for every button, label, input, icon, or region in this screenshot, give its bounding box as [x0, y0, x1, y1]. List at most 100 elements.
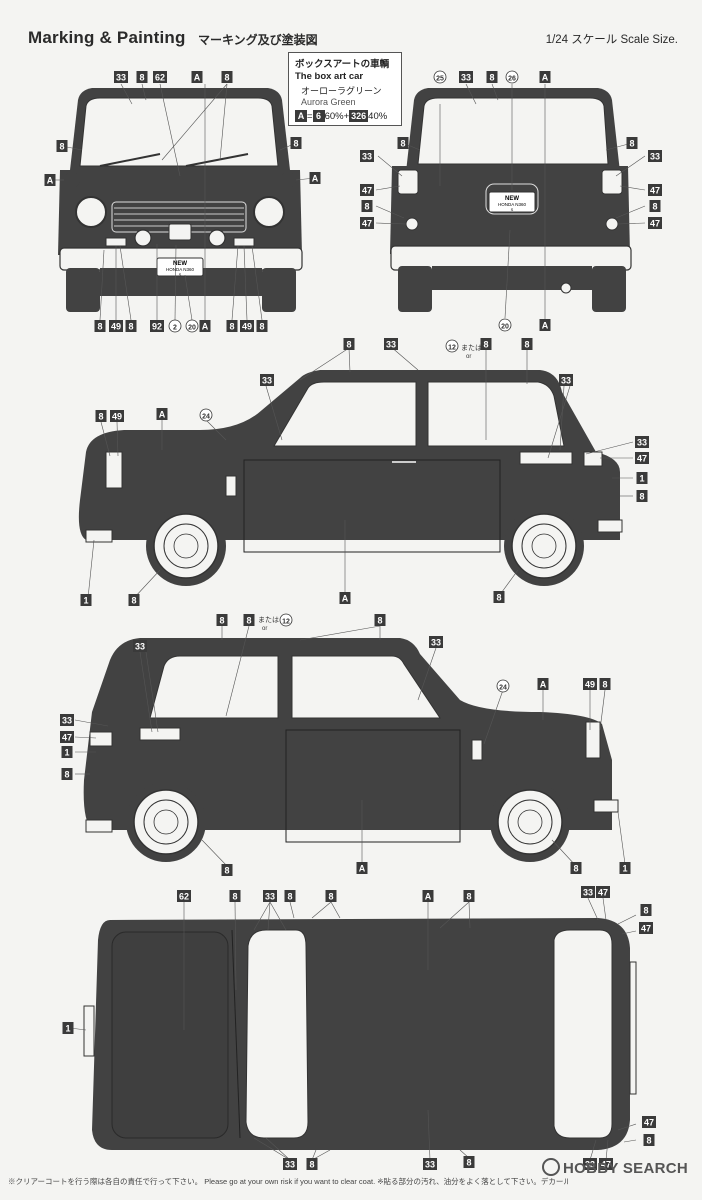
callout-label: 26	[508, 76, 516, 83]
callout-top-7: 33	[581, 886, 595, 898]
callout-box	[216, 614, 228, 626]
callout-label: 47	[644, 1118, 654, 1128]
callout-rear-4: A	[539, 71, 551, 83]
callout-box	[422, 890, 434, 902]
callout-box	[80, 594, 92, 606]
callout-front-14: 20	[185, 319, 199, 333]
callout-box	[583, 678, 597, 690]
callout-top-6: 8	[463, 890, 475, 902]
callout-top-13: 8	[306, 1158, 318, 1170]
callout-box	[459, 71, 473, 83]
callout-label: 62	[179, 892, 189, 902]
callout-circle	[199, 408, 213, 422]
callout-box	[226, 320, 238, 332]
callout-label: 8	[639, 492, 644, 502]
callout-side1-8: 49	[110, 410, 124, 422]
callout-top-12: 33	[283, 1158, 297, 1170]
callout-label: 33	[585, 1160, 595, 1170]
callout-label: 8	[246, 616, 251, 626]
callout-rear-10: 8	[626, 137, 638, 149]
callout-circle	[498, 318, 512, 332]
callout-box	[493, 591, 505, 603]
callout-box	[636, 490, 648, 502]
callout-side2-1: 8	[243, 614, 255, 626]
watermark: HOBBY SEARCH	[541, 1158, 688, 1177]
paint-mix: A = 6 60%+ 326 40%	[295, 110, 395, 122]
callout-label: A	[542, 73, 549, 83]
callout-box	[559, 374, 573, 386]
callout-front-18: 8	[256, 320, 268, 332]
callout-rear-3: 26	[505, 70, 519, 84]
callout-label: 8	[232, 892, 237, 902]
callout-side2-17: 1	[619, 862, 631, 874]
callout-box	[199, 320, 211, 332]
callout-label: 8	[466, 892, 471, 902]
callout-box	[260, 374, 274, 386]
callout-box	[95, 410, 107, 422]
callout-label: A	[425, 892, 432, 902]
callout-side2-13: 8	[61, 768, 73, 780]
box-art-title-jp: ボックスアートの車輌	[295, 59, 390, 70]
callout-label: 8	[629, 139, 634, 149]
callout-front-10: 49	[109, 320, 123, 332]
callout-side2-16: 8	[570, 862, 582, 874]
callout-box	[360, 184, 374, 196]
callout-label: 33	[583, 888, 593, 898]
callout-side2-5: 33	[133, 640, 147, 652]
callout-label: 1	[64, 748, 69, 758]
callout-circle	[505, 70, 519, 84]
mix-chip-326: 326	[349, 110, 369, 122]
callout-box	[44, 174, 56, 186]
callout-front-7: A	[44, 174, 56, 186]
callout-side1-11: 33	[635, 436, 649, 448]
callout-side1-14: 8	[636, 490, 648, 502]
callout-box	[356, 862, 368, 874]
callout-side1-17: A	[339, 592, 351, 604]
callout-top-5: A	[422, 890, 434, 902]
callout-box	[570, 862, 582, 874]
callout-label: 8	[646, 1136, 651, 1146]
callout-front-3: A	[191, 71, 203, 83]
callout-side1-6: 33	[559, 374, 573, 386]
callout-box	[283, 1158, 297, 1170]
callout-label: 8	[400, 139, 405, 149]
callout-rear-1: 33	[459, 71, 473, 83]
callout-label: A	[542, 321, 549, 331]
callout-box	[133, 640, 147, 652]
callout-box	[153, 71, 167, 83]
callout-label: 33	[425, 1160, 435, 1170]
callout-box	[537, 678, 549, 690]
callout-label: 8	[573, 864, 578, 874]
callout-box	[136, 71, 148, 83]
callout-label: 49	[585, 680, 595, 690]
callout-label: A	[540, 680, 547, 690]
callout-top-4: 8	[325, 890, 337, 902]
callout-top-8: 47	[596, 886, 610, 898]
callout-box	[599, 678, 611, 690]
callout-front-16: 8	[226, 320, 238, 332]
callout-box	[486, 71, 498, 83]
callout-label: 8	[483, 340, 488, 350]
callout-box	[360, 150, 374, 162]
callout-label: 12	[282, 619, 290, 626]
callout-side1-16: 8	[128, 594, 140, 606]
callout-top-3: 8	[284, 890, 296, 902]
callout-front-5: 8	[56, 140, 68, 152]
callout-circle	[185, 319, 199, 333]
callout-label: 49	[242, 322, 252, 332]
callout-label: 1	[83, 596, 88, 606]
callout-side1-10: 24	[199, 408, 213, 422]
callout-label: 47	[362, 186, 372, 196]
box-art-legend: ボックスアートの車輌 The box art car オーローラグリーン Aur…	[288, 52, 402, 126]
callout-box	[360, 217, 374, 229]
or-annotation-1: または or	[461, 344, 482, 360]
callout-side2-14: 8	[221, 864, 233, 876]
callout-box	[374, 614, 386, 626]
callout-label: 20	[501, 324, 509, 331]
callout-side2-2: 12	[279, 613, 293, 627]
callout-label: 8	[259, 322, 264, 332]
callout-side2-4: 33	[429, 636, 443, 648]
callout-label: 8	[128, 322, 133, 332]
